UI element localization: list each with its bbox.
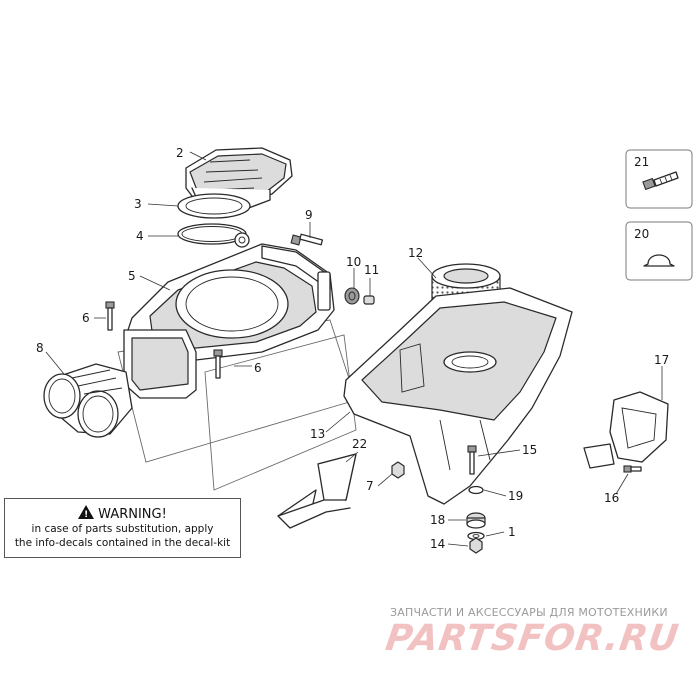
callout-18: 18 <box>430 513 445 527</box>
part-8-intake-snorkel <box>43 329 197 438</box>
watermark-logo: PARTSFOR.RU <box>383 618 682 659</box>
callout-13: 13 <box>310 427 325 441</box>
part-3-seal <box>177 193 251 219</box>
callout-19: 19 <box>508 489 523 503</box>
part-6-bolt-right <box>213 349 223 379</box>
warning-triangle-icon <box>78 505 95 523</box>
part-20-inset <box>625 221 693 281</box>
callout-17: 17 <box>654 353 669 367</box>
part-4-o-ring <box>177 223 250 248</box>
part-19-washer <box>468 485 484 495</box>
part-9-bolt <box>290 233 324 246</box>
callout-14: 14 <box>430 537 445 551</box>
part-17-bracket <box>583 391 669 469</box>
part-11-spacer <box>363 295 375 305</box>
warning-box: WARNING! in case of parts substitution, … <box>4 498 241 558</box>
part-13-airbox <box>343 287 573 505</box>
callout-8: 8 <box>36 341 44 355</box>
assembly-outline-center <box>204 334 357 491</box>
callout-numbers: 2 3 4 5 6 6 8 9 10 11 12 13 22 7 15 19 1… <box>36 146 669 551</box>
callout-20: 20 <box>634 227 649 241</box>
callout-10: 10 <box>346 255 361 269</box>
leader-lines <box>45 151 663 547</box>
part-5-airbox-cover <box>123 243 335 363</box>
callout-21: 21 <box>634 155 649 169</box>
callout-9: 9 <box>305 208 313 222</box>
callout-22: 22 <box>352 437 367 451</box>
watermark-tagline: ЗАПЧАСТИ И АКСЕССУАРЫ ДЛЯ МОТОТЕХНИКИ <box>390 606 668 619</box>
callout-4: 4 <box>136 229 144 243</box>
part-14-nut <box>469 537 483 554</box>
callout-6-left: 6 <box>82 311 90 325</box>
callout-11: 11 <box>364 263 379 277</box>
callout-12: 12 <box>408 246 423 260</box>
callout-15: 15 <box>522 443 537 457</box>
part-18-rubber-mount <box>466 512 486 529</box>
watermark: ЗАПЧАСТИ И АКСЕССУАРЫ ДЛЯ МОТОТЕХНИКИ PA… <box>382 604 692 664</box>
part-7-nut <box>391 461 405 479</box>
callout-7: 7 <box>366 479 374 493</box>
callout-6-right: 6 <box>254 361 262 375</box>
part-6-bolt-left <box>105 301 115 331</box>
part-10-grommet <box>344 287 360 305</box>
callout-2: 2 <box>176 146 184 160</box>
part-21-inset <box>625 149 693 209</box>
callout-3: 3 <box>134 197 142 211</box>
warning-line-2: the info-decals contained in the decal-k… <box>14 537 231 549</box>
warning-title: WARNING! <box>98 507 167 522</box>
callout-16: 16 <box>604 491 619 505</box>
warning-line-1: in case of parts substitution, apply <box>31 523 214 535</box>
part-15-screw <box>467 445 477 475</box>
part-16-screw <box>623 465 642 473</box>
callout-1: 1 <box>508 525 516 539</box>
warning-title-row: WARNING! <box>5 505 240 523</box>
part-22-decal <box>277 453 357 529</box>
callout-5: 5 <box>128 269 136 283</box>
